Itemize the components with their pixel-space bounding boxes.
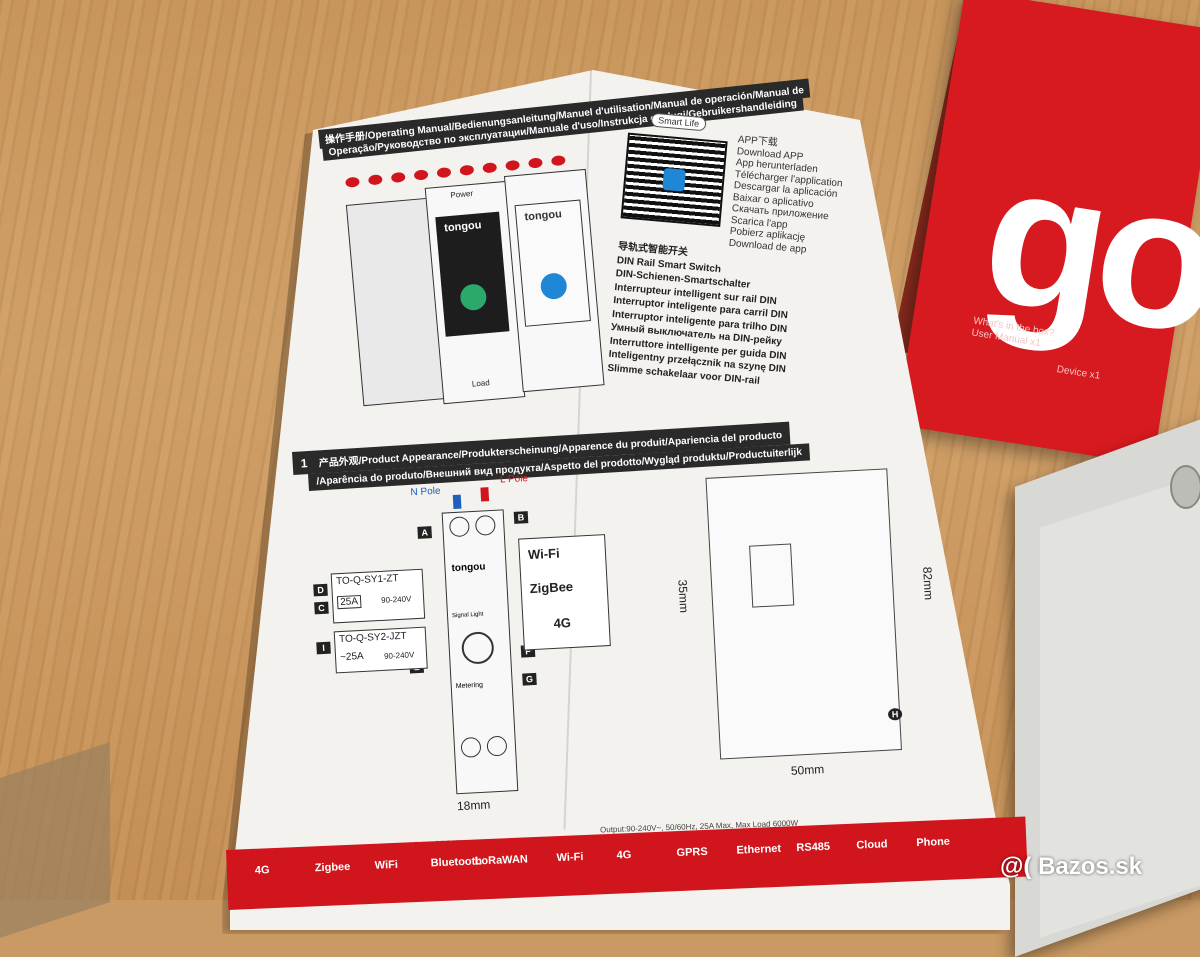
phone-icon: Phone xyxy=(916,835,951,850)
lorawan-icon: LoRaWAN xyxy=(474,853,529,868)
terminal-screw-icon xyxy=(474,514,496,536)
volt1-label: 90-240V xyxy=(380,594,412,605)
wifi-label: Wi-Fi xyxy=(527,545,560,563)
tag-b: B xyxy=(513,511,529,524)
4g-lte-icon: 4G xyxy=(616,849,632,862)
power-button-icon xyxy=(459,283,488,312)
top-device-illustration: tongou tongou Load Power xyxy=(345,168,614,424)
volt2-label: 90-240V xyxy=(383,650,415,661)
app-icon xyxy=(662,167,687,192)
width-18mm-label: 18mm xyxy=(456,797,491,814)
device-white-panel: tongou xyxy=(514,199,591,327)
product-appearance-diagram: N Pole L Pole tongou Metering Signal Lig… xyxy=(300,468,637,824)
model2-label: TO-Q-SY2-JZT xyxy=(338,630,407,646)
n-pole-marker xyxy=(452,494,462,510)
tag-a: A xyxy=(417,526,432,539)
language-dot xyxy=(436,166,452,179)
zigbee-label: ZigBee xyxy=(529,578,574,597)
box-device-line: Device x1 xyxy=(1055,364,1101,382)
language-dot xyxy=(390,171,406,184)
height-82mm-label: 82mm xyxy=(920,566,936,601)
language-dot xyxy=(482,162,498,174)
connectivity-box: Wi-Fi ZigBee 4G xyxy=(518,534,611,651)
height-35mm-label: 35mm xyxy=(675,579,692,614)
wifi-signal-icon: Wi-Fi xyxy=(556,851,584,865)
language-dot xyxy=(527,157,543,169)
terminal-screw-icon xyxy=(460,736,482,758)
amp2-label: ~25A xyxy=(339,650,364,664)
section-number-text: 1 xyxy=(300,456,308,471)
language-dot xyxy=(505,159,521,172)
language-dot xyxy=(367,174,383,186)
floor-corner xyxy=(0,742,110,938)
rs485-icon: RS485 xyxy=(796,840,831,855)
device-diagram-body: tongou Metering Signal Light xyxy=(441,509,519,795)
cloud-icon: Cloud xyxy=(856,838,888,852)
l-pole-marker xyxy=(480,487,490,502)
language-dot xyxy=(459,164,475,176)
signal-light-label: Signal Light xyxy=(451,611,484,620)
tag-c: C xyxy=(314,601,329,615)
4g-label: 4G xyxy=(553,615,572,631)
metering-label: Metering xyxy=(455,681,484,691)
l-pole-label: L Pole xyxy=(499,473,529,486)
device-terminal-screw xyxy=(1170,465,1200,509)
brand-label: tongou xyxy=(443,219,482,235)
gprs-icon: GPRS xyxy=(676,845,708,860)
qr-code-icon xyxy=(620,132,728,228)
tag-d: D xyxy=(313,583,328,597)
ethernet-icon: Ethernet xyxy=(736,842,782,857)
n-pole-label: N Pole xyxy=(410,485,441,499)
bazos-watermark: @( Bazos.sk xyxy=(1000,853,1143,880)
app-download-section: Smart Life APP下载 Download APP App herunt… xyxy=(596,110,891,432)
brand-label-diagram: tongou xyxy=(451,561,486,575)
power-button-icon xyxy=(460,631,495,665)
model1-box: TO-Q-SY1-ZT 25A 90-240V xyxy=(330,568,426,624)
app-download-lines: APP下载 Download APP App herunterladen Tél… xyxy=(728,134,846,258)
brand-label-2: tongou xyxy=(524,208,563,224)
model1-label: TO-Q-SY1-ZT xyxy=(335,572,399,588)
dimension-drawing: H 35mm 82mm 50mm xyxy=(665,455,962,799)
tag-i: I xyxy=(316,641,331,655)
inner-outline xyxy=(749,543,795,608)
4g-icon: 4G xyxy=(254,864,270,877)
language-dot xyxy=(413,169,429,181)
language-dot xyxy=(345,176,360,188)
power-button-icon xyxy=(539,272,568,301)
amp1-label: 25A xyxy=(336,594,362,610)
zigbee-icon: Zigbee xyxy=(314,860,351,875)
language-dot xyxy=(550,154,566,167)
load-label: Load xyxy=(471,378,491,389)
terminal-screw-icon xyxy=(486,735,508,757)
device-outline-side xyxy=(705,468,902,760)
model2-box: TO-Q-SY2-JZT ~25A 90-240V xyxy=(333,626,428,674)
product-title-list: 导轨式智能开关 DIN Rail Smart Switch DIN-Schien… xyxy=(607,240,796,390)
wifi-icon: WiFi xyxy=(374,858,399,872)
terminal-screw-icon xyxy=(448,516,470,538)
tag-g: G xyxy=(522,672,537,686)
width-50mm-label: 50mm xyxy=(790,762,825,778)
device-black-panel: tongou xyxy=(435,211,510,337)
